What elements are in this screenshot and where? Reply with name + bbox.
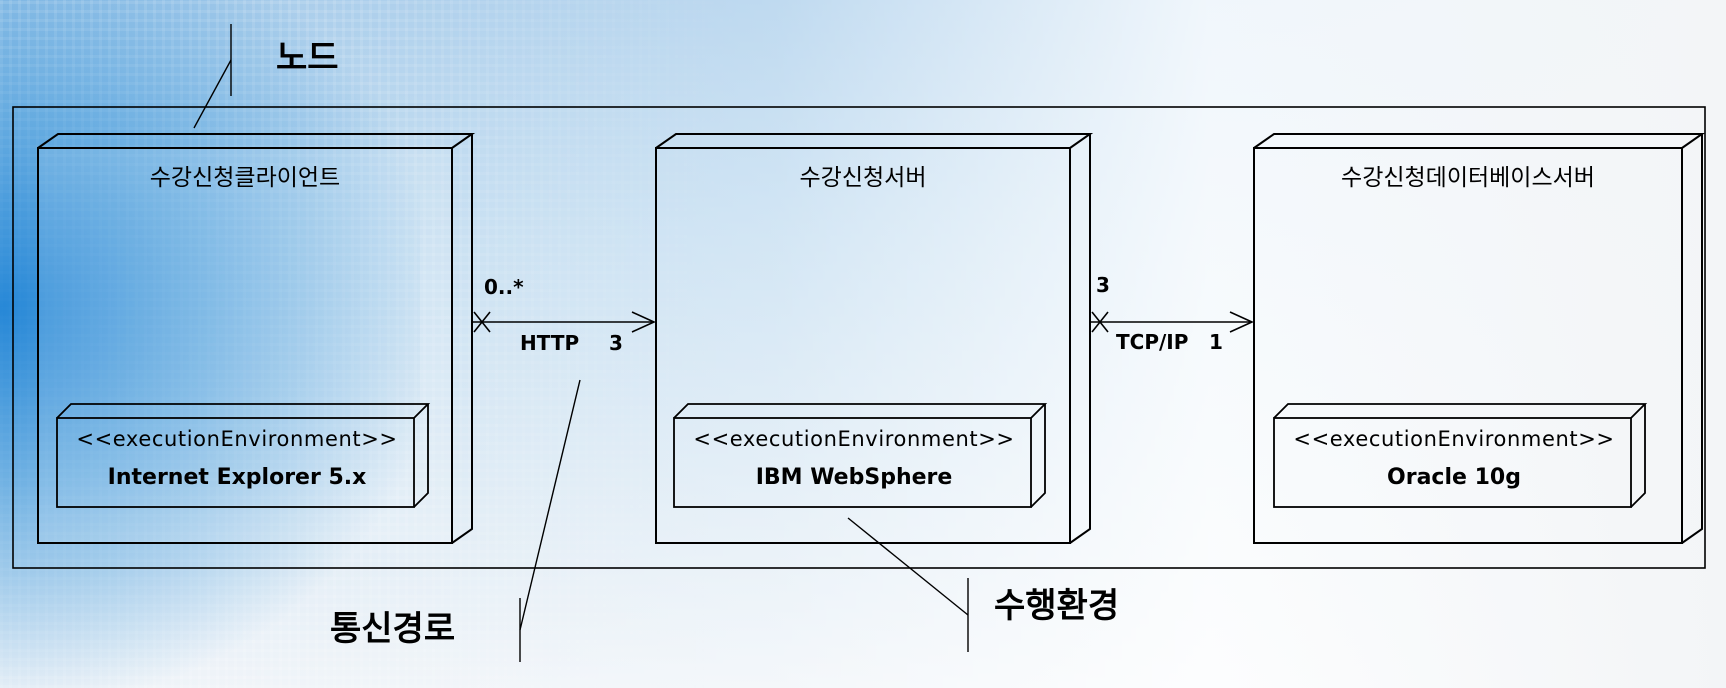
navigability-x-mark [1091,311,1109,333]
node-title: 수강신청데이터베이스서버 [1341,165,1595,191]
stereotype-label: <<executionEnvironment>> [693,427,1014,451]
annotation-node: 노드 [193,24,339,129]
execution-environment[interactable]: <<executionEnvironment>> IBM WebSphere [673,403,1048,508]
node-title: 수강신청서버 [800,165,927,191]
node-server[interactable]: 수강신청서버 <<executionEnvironment>> IBM WebS… [655,133,1094,544]
node-database-server[interactable]: 수강신청데이터베이스서버 <<executionEnvironment>> Or… [1253,133,1706,544]
annotation-comm-path-label: 통신경로 [330,609,455,649]
environment-name: Internet Explorer 5.x [108,465,367,490]
environment-name: IBM WebSphere [756,465,953,490]
target-multiplicity: 3 [609,331,623,355]
connection-tcpip[interactable]: 3 TCP/IP 1 [1090,273,1254,354]
annotation-exec-env-label: 수행환경 [994,586,1119,626]
stereotype-label: <<executionEnvironment>> [76,427,397,451]
source-multiplicity: 3 [1096,273,1110,297]
annotation-node-label: 노드 [276,38,339,78]
diagram-frame [12,106,1706,569]
execution-environment[interactable]: <<executionEnvironment>> Oracle 10g [1273,403,1648,508]
target-multiplicity: 1 [1209,330,1223,354]
annotation-execution-environment: 수행환경 [847,517,1119,652]
navigability-x-mark [473,311,491,333]
stereotype-label: <<executionEnvironment>> [1293,427,1614,451]
node-client[interactable]: 수강신청클라이언트 <<executionEnvironment>> Inter… [37,133,476,544]
connection-http[interactable]: 0..* HTTP 3 [472,275,656,355]
source-multiplicity: 0..* [484,275,524,299]
node-title: 수강신청클라이언트 [150,165,340,191]
protocol-label: HTTP [520,331,579,355]
annotation-communication-path: 통신경로 [330,379,581,662]
execution-environment[interactable]: <<executionEnvironment>> Internet Explor… [56,403,431,508]
protocol-label: TCP/IP [1116,330,1188,354]
environment-name: Oracle 10g [1387,465,1521,490]
